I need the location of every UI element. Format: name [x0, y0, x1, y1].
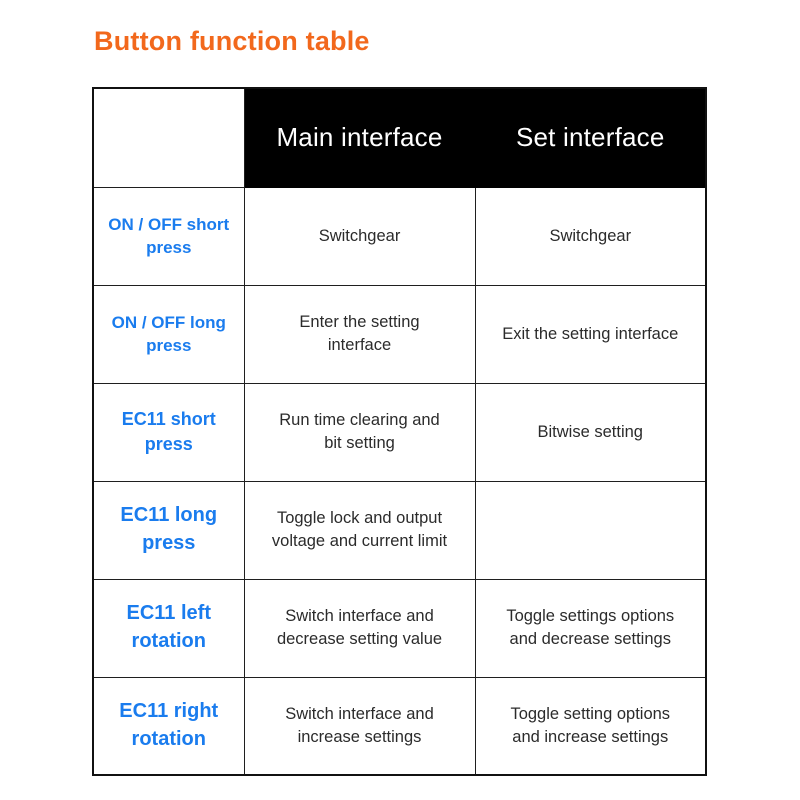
main-interface-cell: Switch interface and increase settings [243, 676, 476, 776]
header-set-interface: Set interface [474, 87, 707, 188]
row-label-on-off-long-press: ON / OFF long press [92, 284, 245, 384]
row-label-on-off-short-press: ON / OFF short press [92, 186, 245, 286]
table-row: EC11 right rotation Switch interface and… [92, 676, 707, 776]
table-row: ON / OFF long press Enter the setting in… [92, 284, 707, 384]
table-row: EC11 long press Toggle lock and output v… [92, 480, 707, 580]
table-row: EC11 short press Run time clearing and b… [92, 382, 707, 482]
page-title: Button function table [94, 26, 370, 56]
button-function-table: Main interface Set interface ON / OFF sh… [92, 87, 707, 776]
main-interface-cell: Switchgear [243, 186, 476, 286]
set-interface-cell: Exit the setting interface [474, 284, 707, 384]
row-label-ec11-right-rotation: EC11 right rotation [92, 676, 245, 776]
row-label-ec11-long-press: EC11 long press [92, 480, 245, 580]
set-interface-cell: Toggle setting options and increase sett… [474, 676, 707, 776]
main-interface-cell: Enter the setting interface [243, 284, 476, 384]
table-row: ON / OFF short press Switchgear Switchge… [92, 186, 707, 286]
header-row: Main interface Set interface [92, 87, 707, 188]
set-interface-cell: Toggle settings options and decrease set… [474, 578, 707, 678]
header-main-interface: Main interface [243, 87, 476, 188]
table-row: EC11 left rotation Switch interface and … [92, 578, 707, 678]
row-label-ec11-short-press: EC11 short press [92, 382, 245, 482]
main-interface-cell: Switch interface and decrease setting va… [243, 578, 476, 678]
set-interface-cell: Switchgear [474, 186, 707, 286]
main-interface-cell: Toggle lock and output voltage and curre… [243, 480, 476, 580]
header-corner-cell [92, 87, 245, 188]
set-interface-cell: Bitwise setting [474, 382, 707, 482]
set-interface-cell [474, 480, 707, 580]
row-label-ec11-left-rotation: EC11 left rotation [92, 578, 245, 678]
main-interface-cell: Run time clearing and bit setting [243, 382, 476, 482]
